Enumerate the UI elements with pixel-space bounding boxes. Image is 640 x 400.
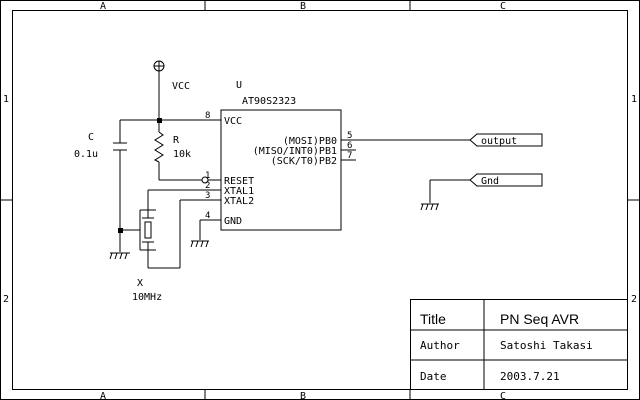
- pin-num-6: 6: [347, 141, 352, 151]
- ic-part: AT90S2323: [242, 96, 296, 107]
- crystal-x: [139, 209, 156, 251]
- zone-bottom-b: B: [300, 391, 306, 400]
- zone-left-1: 1: [3, 94, 9, 105]
- vcc-symbol: [153, 60, 165, 120]
- zone-bottom-c: C: [500, 391, 506, 400]
- crystal-ref: X: [137, 278, 143, 289]
- pin-name-pb2: (SCK/T0)PB2: [271, 156, 337, 167]
- ground-symbol-chip: [190, 240, 209, 248]
- pin-num-8: 8: [205, 111, 210, 121]
- pin-name-xtal2: XTAL2: [224, 196, 254, 207]
- zone-top-b: B: [300, 1, 306, 12]
- date-value: 2003.7.21: [500, 370, 560, 383]
- zone-top-c: C: [500, 1, 506, 12]
- title-label: Title: [420, 311, 446, 327]
- ic-right-pins: [341, 139, 356, 161]
- resistor-ref: R: [173, 135, 180, 146]
- ic-left-pins: [201, 119, 221, 221]
- pin-num-1: 1: [205, 171, 210, 181]
- zone-top-a: A: [100, 1, 106, 12]
- capacitor-ref: C: [88, 132, 94, 143]
- capacitor-value: 0.1u: [74, 149, 98, 160]
- wires: [119, 119, 470, 269]
- pin-name-gnd: GND: [224, 216, 242, 227]
- zone-right-2: 2: [631, 294, 637, 305]
- pin-num-2: 2: [205, 181, 210, 191]
- pin-name-xtal1: XTAL1: [224, 186, 254, 197]
- author-value: Satoshi Takasi: [500, 339, 593, 352]
- pin-name-vcc: VCC: [224, 116, 242, 127]
- title-value: PN Seq AVR: [500, 311, 579, 327]
- pin-name-pb1: (MISO/INT0)PB1: [253, 146, 337, 157]
- inner-border: [12, 10, 628, 390]
- ground-symbol-left: [109, 252, 130, 260]
- pin-name-reset: RESET: [224, 176, 254, 187]
- crystal-value: 10MHz: [132, 292, 162, 303]
- gnd-port: [469, 173, 543, 187]
- pin-num-3: 3: [205, 191, 210, 201]
- date-label: Date: [420, 370, 447, 383]
- resistor-r: [153, 131, 164, 163]
- pin-num-5: 5: [347, 131, 352, 141]
- ic-ref: U: [236, 80, 242, 91]
- ground-symbol-port: [420, 203, 439, 211]
- gnd-port-label: Gnd: [481, 176, 499, 187]
- resistor-value: 10k: [173, 149, 191, 160]
- pin-num-4: 4: [205, 211, 210, 221]
- output-port: [469, 133, 543, 147]
- author-label: Author: [420, 339, 460, 352]
- zone-left-2: 2: [3, 294, 9, 305]
- pin-num-7: 7: [347, 151, 352, 161]
- output-port-label: output: [481, 136, 517, 147]
- vcc-label: VCC: [172, 81, 190, 92]
- zone-bottom-a: A: [100, 391, 106, 400]
- capacitor-c: [113, 142, 127, 151]
- pin-name-pb0: (MOSI)PB0: [283, 136, 337, 147]
- title-block: [410, 299, 628, 390]
- ic-body: [220, 109, 342, 231]
- zone-right-1: 1: [631, 94, 637, 105]
